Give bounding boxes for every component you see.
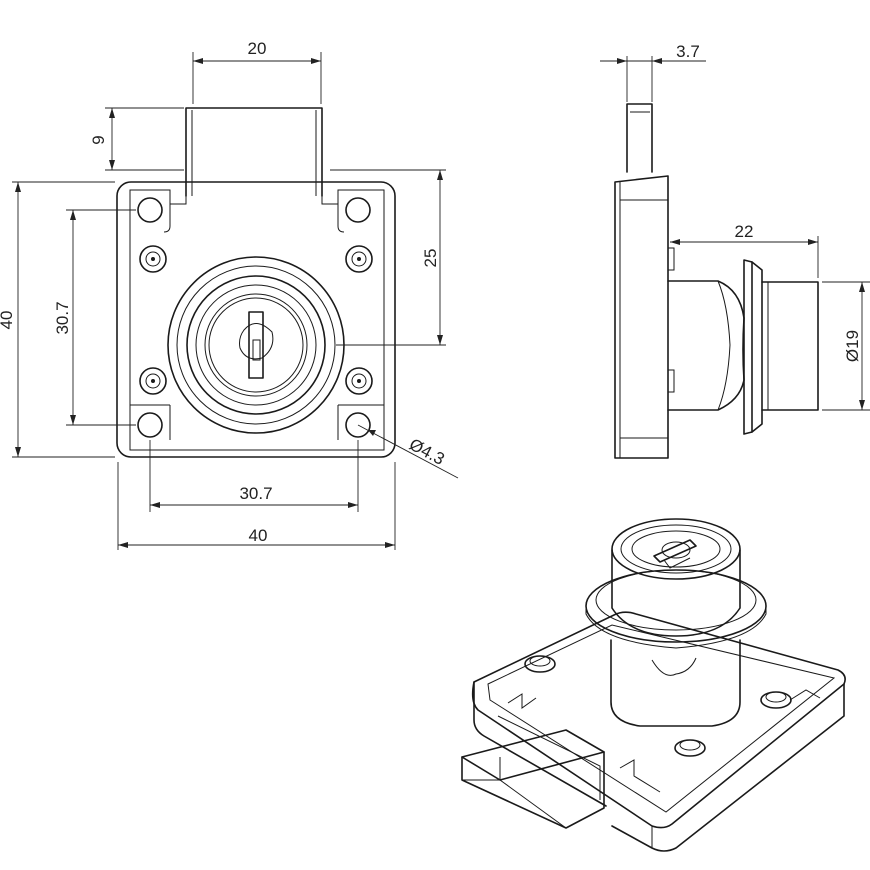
keyhole-icon <box>239 311 274 379</box>
isometric-view <box>461 518 846 852</box>
mount-hole-bottom-right <box>345 412 371 438</box>
dim-width-overall: 40 <box>249 526 268 545</box>
iso-flange <box>585 569 767 649</box>
dim-hole-spacing-horizontal: 30.7 <box>239 484 272 503</box>
stud-bottom-right <box>345 367 373 395</box>
iso-cylinder-base <box>610 639 741 727</box>
front-dimensions: 20 9 40 30.7 25 30.7 <box>0 39 459 550</box>
stud-top-right <box>345 245 373 273</box>
dim-hole-spacing-vertical: 30.7 <box>53 301 72 334</box>
side-dimensions: 3.7 22 Ø19 <box>600 42 870 411</box>
side-view <box>614 103 819 459</box>
front-bolt <box>185 107 323 197</box>
side-cylinder <box>667 280 745 411</box>
dim-cylinder-diameter: Ø19 <box>843 330 862 362</box>
dim-center-to-bolt-edge: 25 <box>421 249 440 268</box>
dim-bolt-width: 20 <box>248 39 267 58</box>
dim-bolt-thickness: 3.7 <box>676 42 700 61</box>
front-body <box>116 181 396 458</box>
iso-stud-bottom <box>674 739 706 757</box>
iso-stud-right <box>760 691 792 709</box>
front-view <box>116 107 396 458</box>
iso-keyhole-icon <box>653 539 697 569</box>
stud-bottom-left <box>139 367 167 395</box>
iso-bolt <box>461 729 605 829</box>
dim-hole-diameter: Ø4.3 <box>406 435 447 469</box>
dim-bolt-protrusion: 9 <box>89 135 108 144</box>
iso-stud-left <box>524 655 556 673</box>
stud-top-left <box>139 245 167 273</box>
cylinder-face <box>167 256 345 434</box>
iso-cylinder-top <box>611 518 741 637</box>
mount-hole-top-right <box>345 197 371 223</box>
dim-height-overall: 40 <box>0 311 16 330</box>
side-body <box>614 175 669 459</box>
iso-body <box>471 611 846 852</box>
side-bolt <box>626 103 653 173</box>
dim-cylinder-length: 22 <box>735 222 754 241</box>
mount-hole-bottom-left <box>137 412 163 438</box>
mount-hole-top-left <box>137 197 163 223</box>
